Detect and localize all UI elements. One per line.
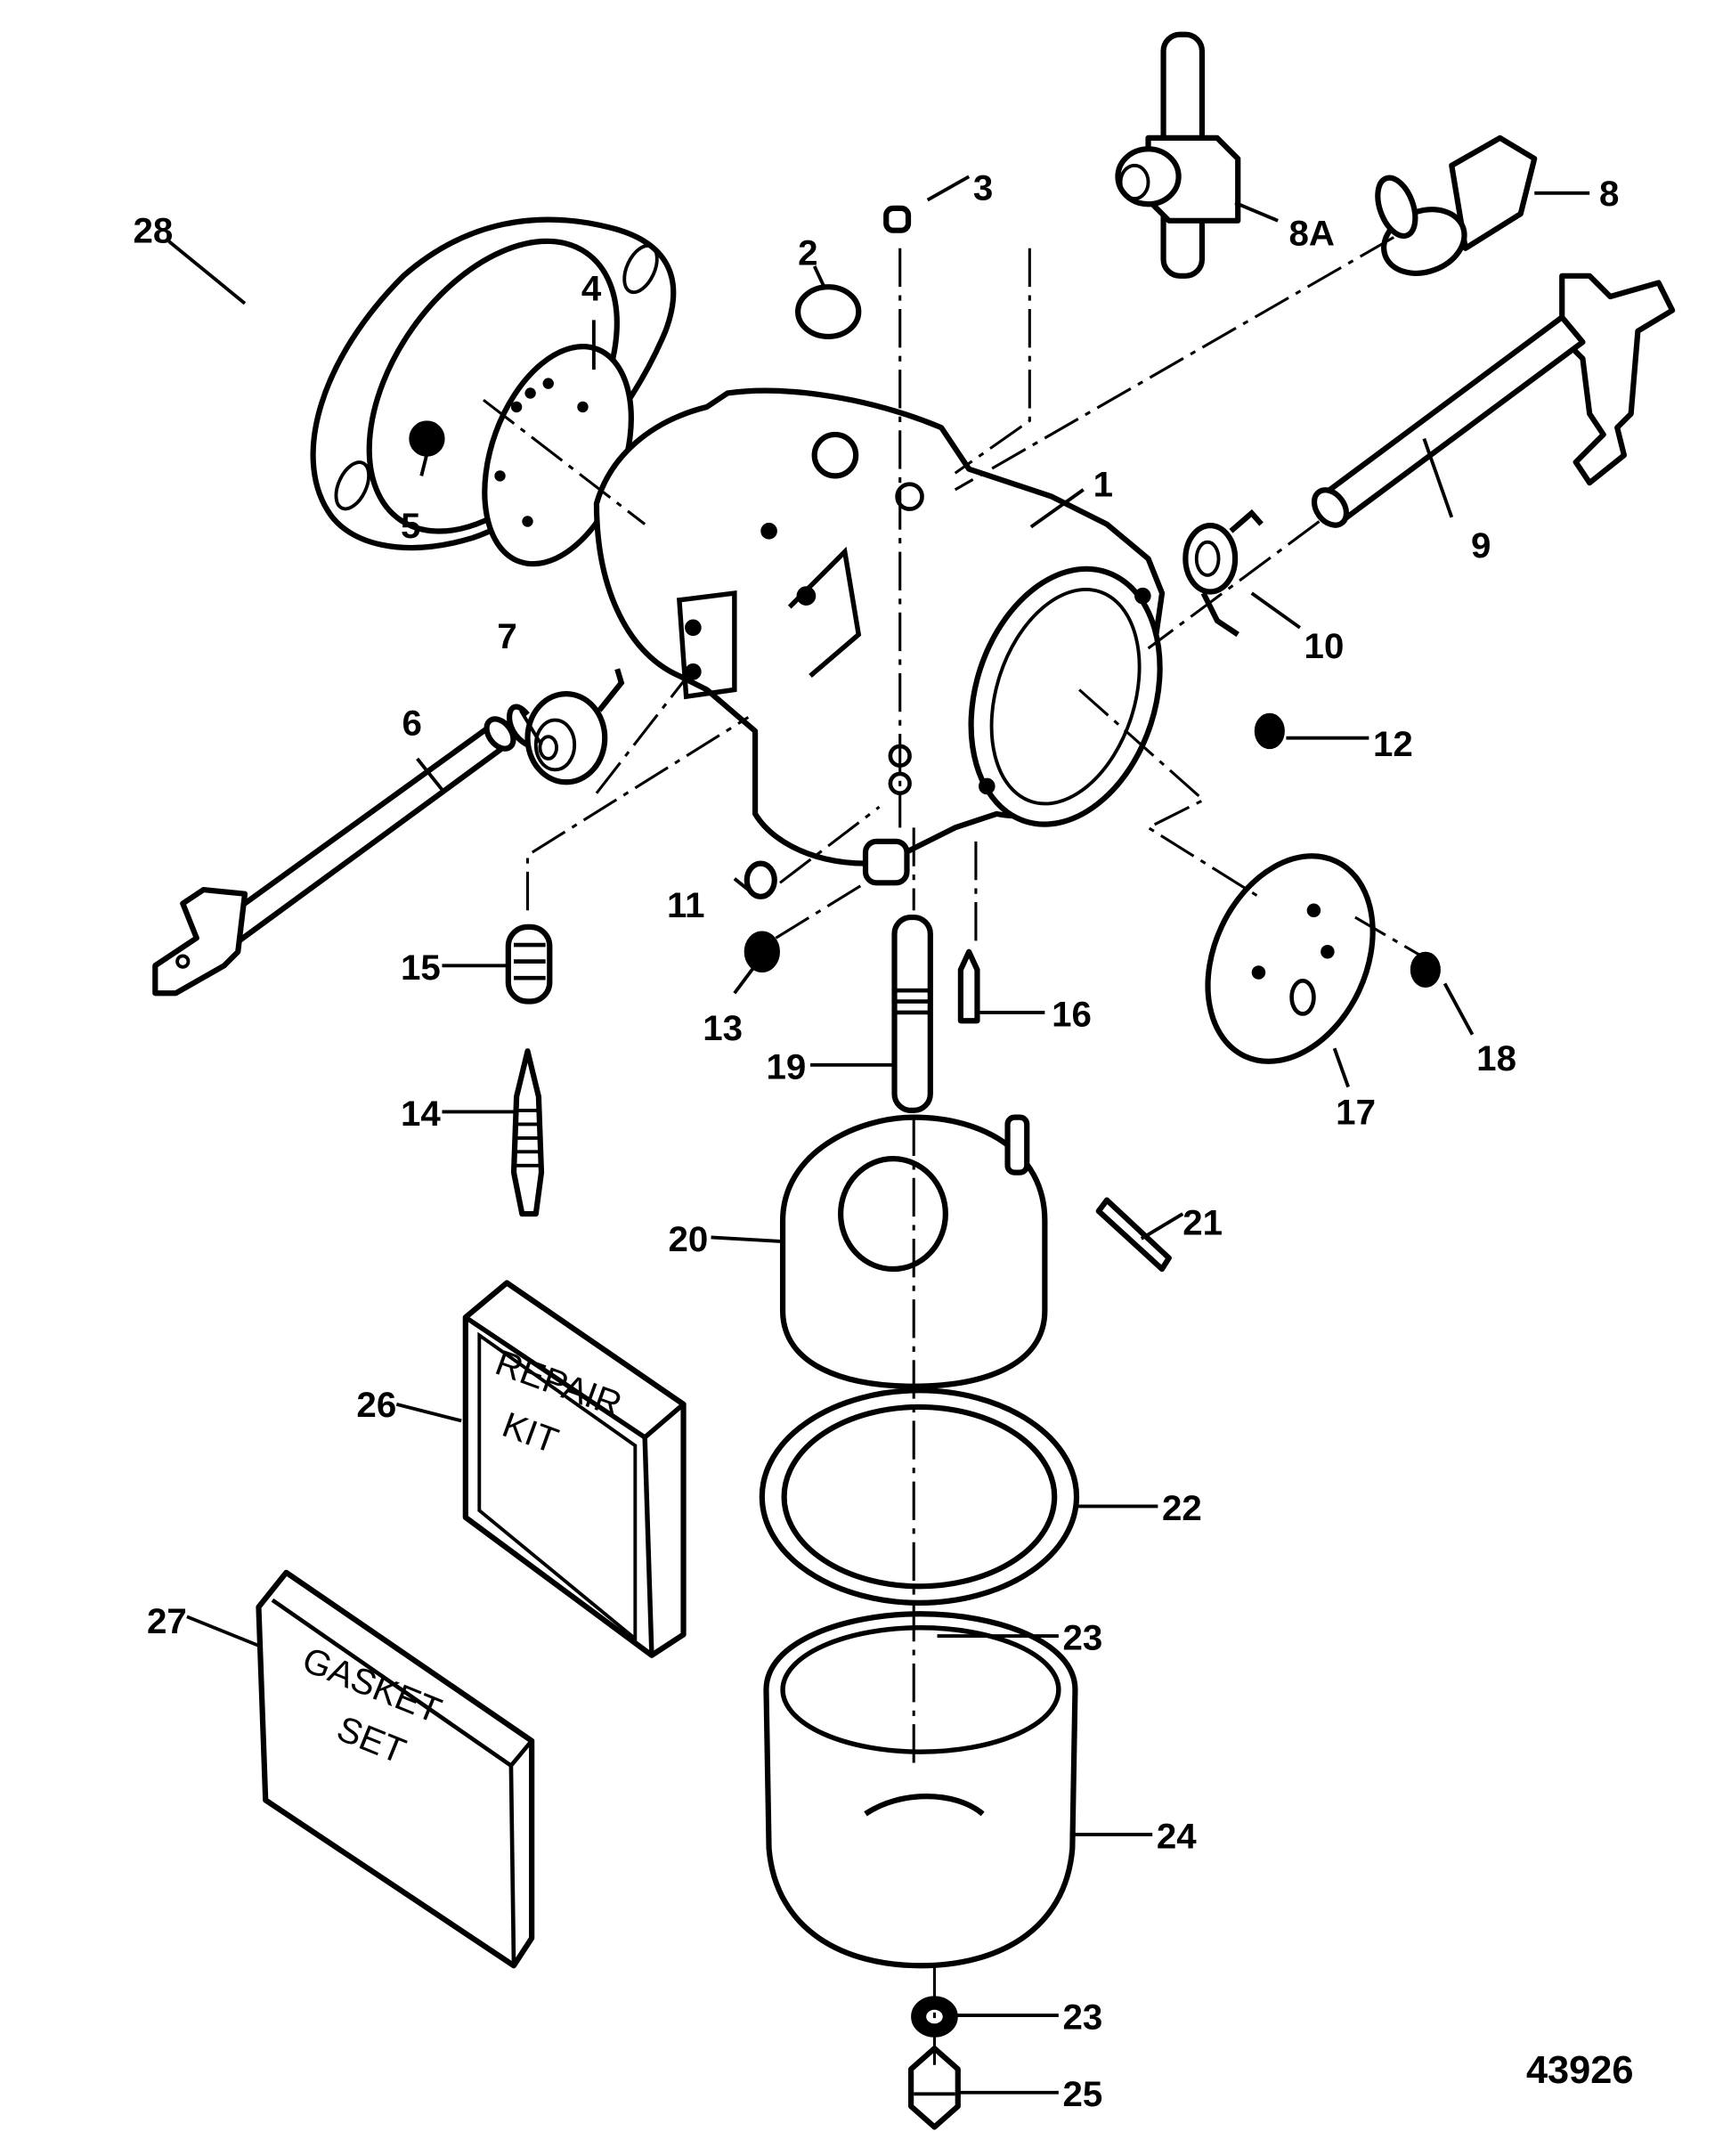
callout-18: 18 [1476,1038,1516,1078]
screw-12-part [1254,712,1285,750]
callout-9: 9 [1471,525,1491,565]
callout-3: 3 [973,168,993,208]
float-bowl-part [763,1611,1078,1969]
shaft-lever-part [1311,273,1676,528]
callout-22: 22 [1162,1488,1202,1528]
gasket-ring-part [759,1387,1080,1606]
elbow-fitting-part [1375,134,1538,276]
plug-2-part [795,284,862,340]
callout-7: 7 [497,616,516,656]
callout-16: 16 [1052,994,1092,1034]
drain-nut-part [908,2046,961,2130]
callout-12: 12 [1373,724,1413,764]
float-pin-part [1095,1197,1172,1273]
callout-23-lower: 23 [1062,1997,1102,2037]
callout-19: 19 [766,1046,806,1086]
callout-21: 21 [1182,1202,1223,1242]
gasket-set-part: GASKET SET [256,1569,535,1969]
needle-screw-part [510,1048,545,1217]
callout-2: 2 [798,232,817,273]
callout-28: 28 [134,211,174,251]
callout-20: 20 [669,1219,709,1259]
callout-11: 11 [667,885,705,925]
callout-26: 26 [356,1385,396,1425]
spring-15-part [505,923,553,1005]
pin-16-part [957,948,980,1024]
carburetor-body-part [593,387,1166,886]
callout-17: 17 [1336,1092,1376,1132]
callout-24: 24 [1157,1817,1197,1857]
plug-3-part [883,205,912,233]
repair-kit-part: REPAIR KIT [462,1280,687,1658]
callout-4: 4 [581,269,602,309]
assembly-lines [482,236,1439,2070]
callout-8A: 8A [1289,214,1335,254]
callout-labels: 28 4 2 3 5 1 8A 8 9 10 12 7 6 11 13 15 1… [134,168,1634,2115]
callout-13: 13 [703,1008,743,1048]
callout-15: 15 [401,948,441,988]
callout-23-upper: 23 [1062,1618,1102,1658]
callout-8: 8 [1599,174,1619,214]
leader-lines [167,175,1590,2095]
nozzle-part [891,914,933,1113]
callout-14: 14 [401,1094,441,1134]
spring-7-part [507,668,625,785]
tee-fitting-part [1115,31,1241,279]
callout-10: 10 [1304,626,1345,666]
plate-17-part [1205,853,1376,1064]
callout-5: 5 [401,506,420,546]
screw-13-part [744,931,780,973]
callout-6: 6 [402,704,422,744]
callout-1: 1 [1093,465,1113,505]
flange-gasket-part [310,216,677,550]
callout-27: 27 [147,1601,187,1641]
washer-11-part [744,860,777,899]
figure-number: 43926 [1526,2049,1634,2092]
callout-25: 25 [1062,2074,1102,2114]
throttle-shaft-part [152,716,516,997]
